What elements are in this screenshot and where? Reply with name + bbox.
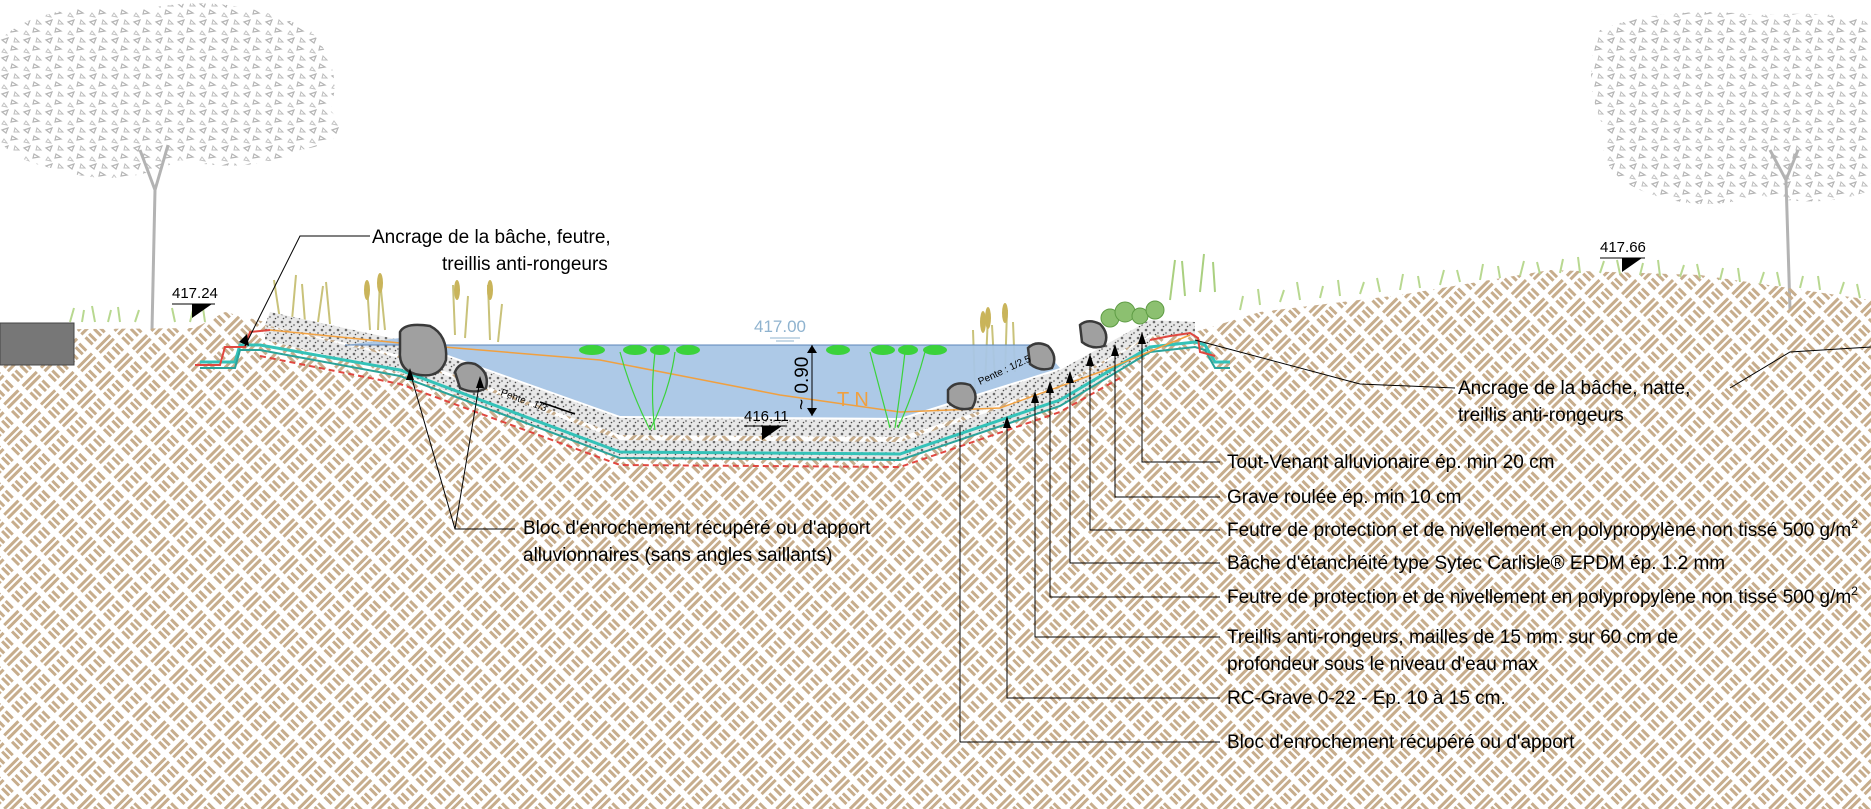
- depth-label: ~ 0.90: [792, 357, 813, 410]
- grass: [69, 256, 1861, 323]
- label-anchor-left-line1: Ancrage de la bâche, feutre,: [372, 227, 611, 248]
- slope-left-arrow: [539, 401, 576, 415]
- label-grave-roulee: Grave roulée ép. min 10 cm: [1227, 487, 1461, 508]
- shrubs-right: [1100, 253, 1216, 328]
- label-tout-venant: Tout-Venant alluvionaire ép. min 20 cm: [1227, 452, 1554, 473]
- level-water-value: 417.00: [754, 317, 806, 336]
- membrane-line: [200, 340, 1230, 456]
- level-marker-bottom: 416.11: [744, 408, 789, 440]
- depth-dimension: ~ 0.90: [792, 345, 817, 416]
- label-blocs-left-line2: alluvionnaires (sans angles saillants): [523, 545, 832, 566]
- label-anchor-right-line1: Ancrage de la bâche, natte,: [1458, 378, 1690, 399]
- tn-label: T N: [837, 389, 869, 411]
- label-blocs-right: Bloc d'enrochement récupéré ou d'apport: [1227, 732, 1575, 753]
- level-marker-right: 417.66: [1600, 239, 1646, 272]
- label-bache: Bâche d'étanchéité type Sytec Carlisle® …: [1227, 553, 1725, 574]
- anchor-left: [195, 329, 271, 366]
- label-blocs-left-line1: Bloc d'enrochement récupéré ou d'apport: [523, 518, 871, 539]
- level-bottom-value: 416.11: [744, 408, 789, 425]
- label-treillis-line2: profondeur sous le niveau d'eau max: [1227, 654, 1538, 675]
- leader-lines: [244, 235, 1871, 743]
- tn-line: [269, 329, 1191, 413]
- reed-heads: [364, 273, 1008, 333]
- label-feutre-1: Feutre de protection et de nivellement e…: [1227, 517, 1858, 541]
- label-anchor-right-line2: treillis anti-rongeurs: [1458, 405, 1624, 426]
- membrane-line-2: [200, 345, 1230, 462]
- level-left-value: 417.24: [172, 285, 218, 302]
- label-treillis-line1: Treillis anti-rongeurs, mailles de 15 mm…: [1227, 627, 1678, 648]
- water-body: [345, 338, 1060, 418]
- lily-stems: [619, 351, 926, 431]
- label-feutre-2: Feutre de protection et de nivellement e…: [1227, 584, 1858, 608]
- anchor-right: [1149, 331, 1216, 357]
- level-marker-left: 417.24: [172, 285, 218, 318]
- tree-left: [0, 3, 340, 331]
- level-marker-water: 417.00: [754, 317, 806, 342]
- level-right-value: 417.66: [1600, 239, 1646, 256]
- water-lilies: [579, 345, 947, 355]
- leader-arrowheads: [239, 332, 1146, 428]
- label-rc-grave: RC-Grave 0-22 - Ep. 10 à 15 cm.: [1227, 688, 1506, 709]
- label-anchor-left-line2: treillis anti-rongeurs: [442, 254, 608, 275]
- tree-right: [1591, 12, 1871, 311]
- soil-ground: [0, 270, 1871, 809]
- road-edge: [0, 322, 75, 366]
